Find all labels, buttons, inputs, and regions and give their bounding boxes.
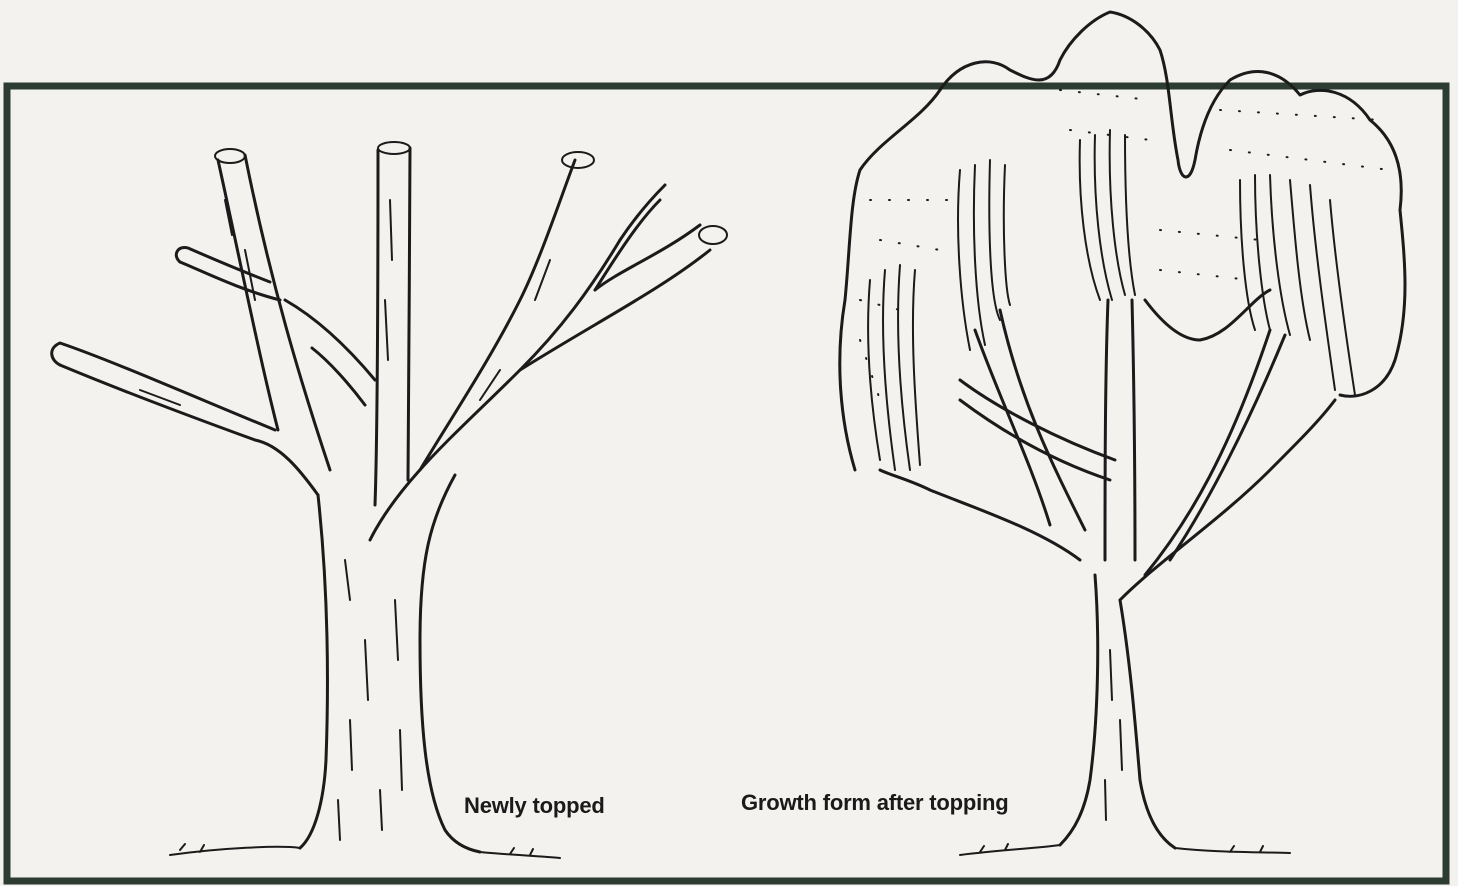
right-trunk <box>1060 575 1098 845</box>
right-ground <box>960 844 1290 855</box>
caption-newly-topped: Newly topped <box>464 793 605 819</box>
newly-topped-tree <box>52 142 727 858</box>
left-ground <box>170 844 560 858</box>
caption-growth-after-topping: Growth form after topping <box>741 790 1009 816</box>
figure-frame <box>7 86 1446 881</box>
crown-outline <box>840 12 1405 470</box>
regrowth-tree <box>840 12 1405 855</box>
left-trunk <box>300 495 327 848</box>
